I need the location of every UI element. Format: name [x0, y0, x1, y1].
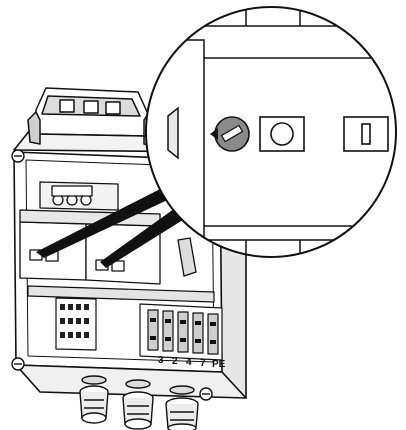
push-button-icon: [259, 116, 305, 152]
terminal-label-4: 4: [186, 357, 192, 368]
callout-wedges: [36, 184, 186, 268]
cable-gland-3: [165, 397, 199, 430]
side-fitting: [177, 237, 197, 277]
gland-socket-right: [169, 385, 195, 395]
terminal-label-7: 7: [200, 358, 206, 369]
gland-socket-left: [81, 375, 107, 385]
gland-socket-mid: [125, 379, 151, 389]
terminal-labels: 3 2 4 7 PE: [158, 355, 226, 370]
selector-knob-icon: [210, 116, 250, 152]
terminal-label-pe: PE: [212, 359, 226, 370]
cable-glands: [79, 375, 199, 430]
cable-gland-1: [79, 385, 109, 424]
terminal-rail: [27, 285, 223, 361]
corner-screws: [11, 149, 213, 401]
terminal-label-3: 3: [158, 355, 164, 366]
terminal-label-2: 2: [172, 356, 178, 367]
switch-slot-icon: [343, 116, 389, 152]
cable-gland-2: [122, 391, 154, 430]
module-button-2b: [111, 260, 125, 272]
